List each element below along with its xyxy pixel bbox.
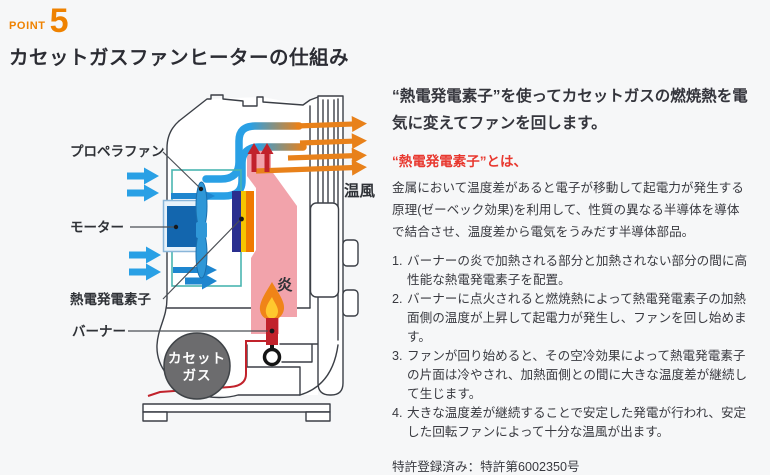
anchor-dot-burner (269, 328, 275, 334)
element-bar-orange (246, 191, 254, 252)
step-item: 4. 大きな温度差が継続することで安定した発電が行われ、安定 した回転ファンによ… (392, 404, 766, 442)
base-foot-right (305, 411, 331, 422)
warm-air-arrow (255, 159, 367, 176)
steps-list: 1. バーナーの炎で加熱される部分と加熱されない部分の間に高 性能な熱電発電素子… (392, 252, 766, 442)
point-label: POINT (9, 19, 46, 32)
heater-left-outline (156, 120, 301, 399)
valve-ring (262, 347, 282, 367)
label-warm-air: 温風 (344, 182, 376, 200)
patent-note: 特許登録済み：特許第6002350号 (392, 460, 580, 474)
base-bar (142, 403, 331, 413)
step-item: 1. バーナーの炎で加熱される部分と加熱されない部分の間に高 性能な熱電発電素子… (392, 252, 766, 290)
step-number: 3. (392, 349, 403, 363)
back-swoosh (299, 344, 339, 396)
anchor-dot-motor (173, 224, 179, 230)
burner-stem (270, 345, 274, 350)
base-foot-left (142, 411, 168, 422)
heater-diagram: カセット ガス プロペラファン モーター 熱電発電素子 バーナー 温風 炎 (70, 94, 376, 422)
anchor-dot-fan (198, 186, 204, 192)
heat-zone (247, 150, 297, 334)
step-text: バーナーに点火されると燃焼熱によって熱電発電素子の加熱 面側の温度が上昇して起電… (407, 292, 747, 344)
cool-air-arrow (127, 167, 159, 185)
warm-air-arrow (299, 133, 367, 150)
step-text: 大きな温度差が継続することで安定した発電が行われ、安定 した回転ファンによって十… (407, 406, 747, 439)
leader-thermoelectric (162, 218, 242, 300)
point-badge: POINT 5 (9, 2, 349, 40)
step-number: 1. (392, 254, 403, 268)
burner-shelf-lines (246, 343, 339, 396)
point-number: 5 (49, 2, 69, 40)
front-lower-panel (309, 202, 340, 298)
step-item: 2. バーナーに点火されると燃焼熱によって熱電発電素子の加熱 面側の温度が上昇し… (392, 290, 766, 347)
gas-pipe (147, 340, 266, 397)
label-motor: モーター (70, 220, 124, 235)
step-number: 4. (392, 406, 403, 420)
grille-lines (322, 98, 339, 341)
page: POINT 5 カセットガスファンヒーターの仕組み (9, 2, 748, 474)
knob-upper (342, 239, 359, 267)
gas-canister-label: カセット (168, 351, 226, 366)
gas-canister (163, 332, 231, 400)
sub-body: 金属において温度差があると電子が移動して起電力が発生する 原理(ゼーベック効果)… (392, 181, 744, 239)
cool-air-arrow (129, 263, 161, 281)
gas-canister-label: ガス (183, 368, 212, 383)
anchor-dot-element (239, 216, 244, 222)
label-burner: バーナー (72, 324, 126, 339)
cool-air-arrow (129, 246, 161, 264)
step-text: バーナーの炎で加熱される部分と加熱されない部分の間に高 性能な熱電発電素子を配置… (407, 254, 748, 287)
heater-top-outline (178, 94, 319, 122)
lead-text: “熱電発電素子”を使ってカセットガスの燃焼熱を電 気に変えてファンを回します。 (392, 88, 748, 132)
fan-hub (196, 222, 207, 238)
element-bar-yellow (241, 191, 246, 252)
label-thermoelectric: 熱電発電素子 (70, 291, 151, 307)
label-propeller-fan: プロペラファン (70, 144, 165, 159)
cool-air-arrow (127, 184, 159, 202)
page-title: カセットガスファンヒーターの仕組み (9, 46, 350, 69)
step-number: 2. (392, 292, 403, 306)
element-bar-navy (232, 191, 241, 252)
warm-air-arrow (287, 147, 367, 164)
label-flame: 炎 (277, 276, 293, 294)
sub-heading: “熱電発電素子”とは、 (392, 154, 527, 169)
flame-icon-core (265, 297, 279, 319)
warm-air-arrow (295, 116, 367, 133)
knob-lower (342, 289, 359, 317)
leader-propeller-fan (162, 151, 202, 190)
airflow-curve-outer (202, 122, 303, 183)
step-item: 3. ファンが回り始めると、その空冷効果によって熱電発電素子 の片面は冷やされ、… (392, 347, 766, 404)
step-text: ファンが回り始めると、その空冷効果によって熱電発電素子 の片面は冷やされ、加熱面… (407, 349, 748, 401)
header: POINT 5 カセットガスファンヒーターの仕組み (9, 2, 350, 70)
article: “熱電発電素子”を使ってカセットガスの燃焼熱を電 気に変えてファンを回します。 … (392, 83, 766, 475)
